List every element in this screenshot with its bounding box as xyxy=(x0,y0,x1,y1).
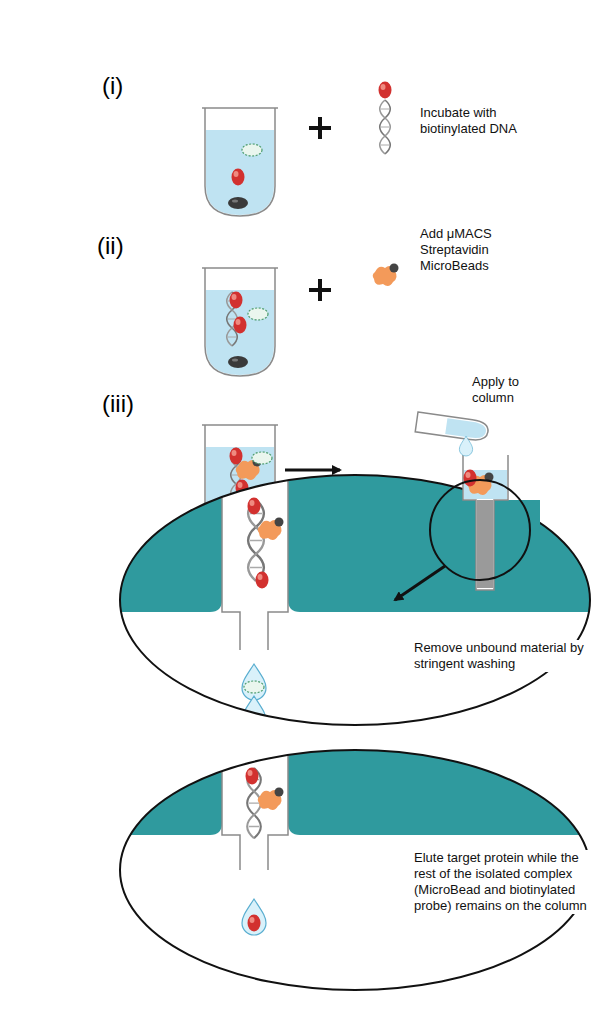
step-description: Remove unbound material by stringent was… xyxy=(412,640,596,672)
step-description: Elute target protein while the rest of t… xyxy=(412,850,596,914)
step-description: Add μMACS Streptavidin MicroBeads xyxy=(418,226,554,274)
step-number: (ii) xyxy=(95,232,126,260)
step-number: (iii) xyxy=(100,390,136,418)
step-description: Apply to column xyxy=(470,374,556,406)
step-number: (i) xyxy=(100,72,125,100)
step-description: Incubate with biotinylated DNA xyxy=(418,105,554,137)
